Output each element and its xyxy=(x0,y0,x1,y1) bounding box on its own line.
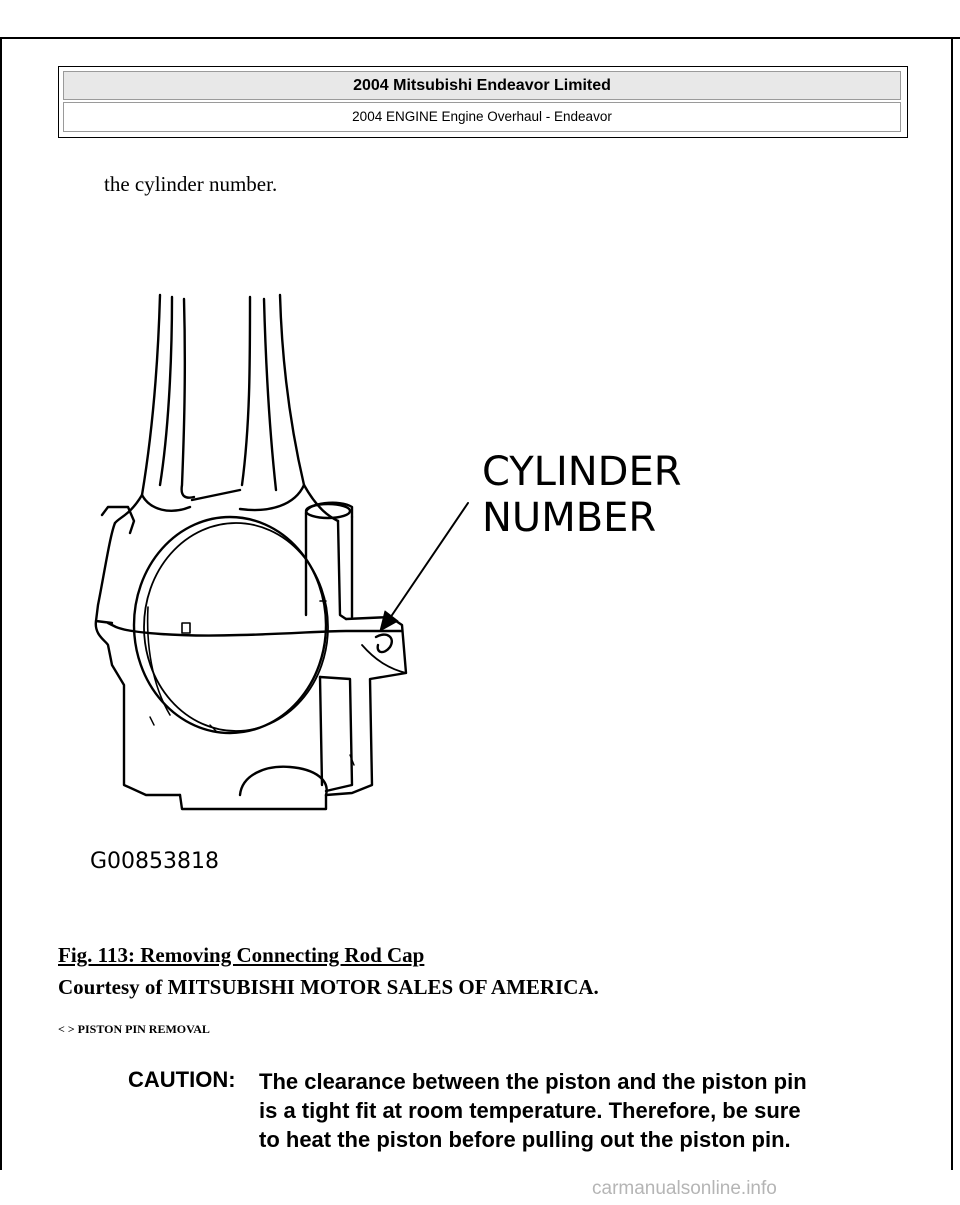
caution-line: is a tight fit at room temperature. Ther… xyxy=(259,1098,801,1123)
vehicle-title: 2004 Mitsubishi Endeavor Limited xyxy=(63,71,901,100)
caution-line: The clearance between the piston and the… xyxy=(259,1069,807,1094)
figure-code: G00853818 xyxy=(90,849,219,874)
page-border-left xyxy=(0,37,2,1170)
figure-caption-credit: Courtesy of MITSUBISHI MOTOR SALES OF AM… xyxy=(58,975,599,999)
figure-caption-title[interactable]: Fig. 113: Removing Connecting Rod Cap xyxy=(58,943,425,967)
document-header: 2004 Mitsubishi Endeavor Limited 2004 EN… xyxy=(58,66,908,138)
page-border-top xyxy=(0,37,960,39)
page-border-right xyxy=(951,37,953,1170)
connecting-rod-drawing xyxy=(94,293,408,811)
cylinder-label-line1: CYLINDER xyxy=(482,449,682,495)
section-title: 2004 ENGINE Engine Overhaul - Endeavor xyxy=(63,102,901,132)
section-heading: < > PISTON PIN REMOVAL xyxy=(58,1022,210,1036)
caution-line: to heat the piston before pulling out th… xyxy=(259,1127,791,1152)
connecting-rod-illustration: CYLINDER NUMBER G00853818 xyxy=(90,285,700,885)
caution-text: The clearance between the piston and the… xyxy=(259,1067,919,1154)
cylinder-label-line2: NUMBER xyxy=(482,495,656,541)
caution-label: CAUTION: xyxy=(128,1067,236,1092)
watermark: carmanualsonline.info xyxy=(592,1178,777,1199)
body-paragraph: the cylinder number. xyxy=(104,172,278,196)
